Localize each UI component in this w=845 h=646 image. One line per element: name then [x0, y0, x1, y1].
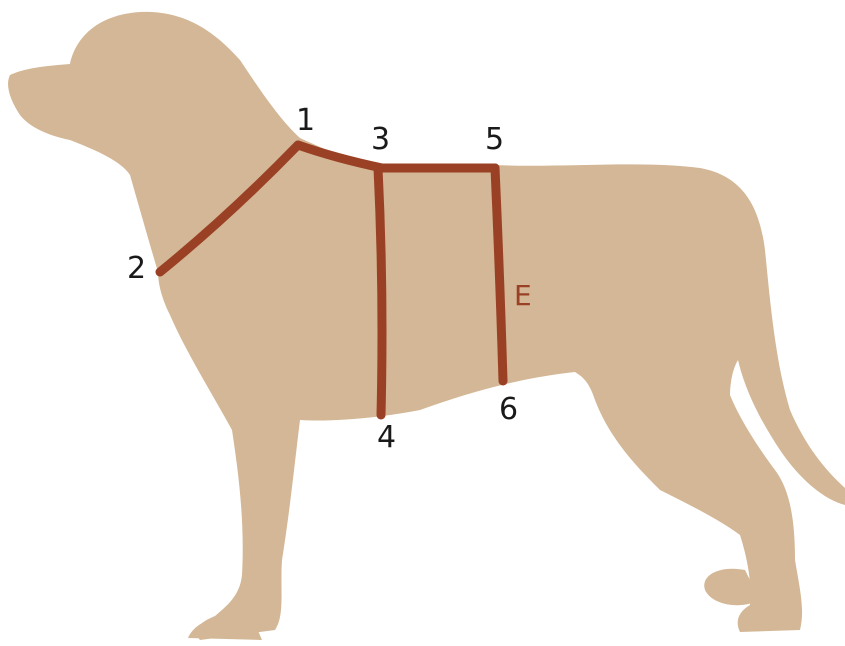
point-label-1: 1 — [296, 103, 315, 138]
point-label-2: 2 — [127, 251, 146, 286]
front-paw-shape — [188, 612, 262, 640]
dog-silhouette — [8, 11, 845, 640]
measure-line-chest — [373, 163, 387, 420]
measure-line-waist — [490, 163, 508, 386]
segment-label-e: E — [514, 279, 532, 312]
measure-line-neck — [155, 140, 303, 277]
rear-paw-shape — [704, 568, 760, 606]
point-label-4: 4 — [377, 420, 396, 455]
measurement-lines — [155, 140, 508, 420]
point-label-3: 3 — [371, 122, 390, 157]
point-label-6: 6 — [499, 392, 518, 427]
point-label-5: 5 — [485, 122, 504, 157]
dog-body-shape — [8, 11, 845, 640]
